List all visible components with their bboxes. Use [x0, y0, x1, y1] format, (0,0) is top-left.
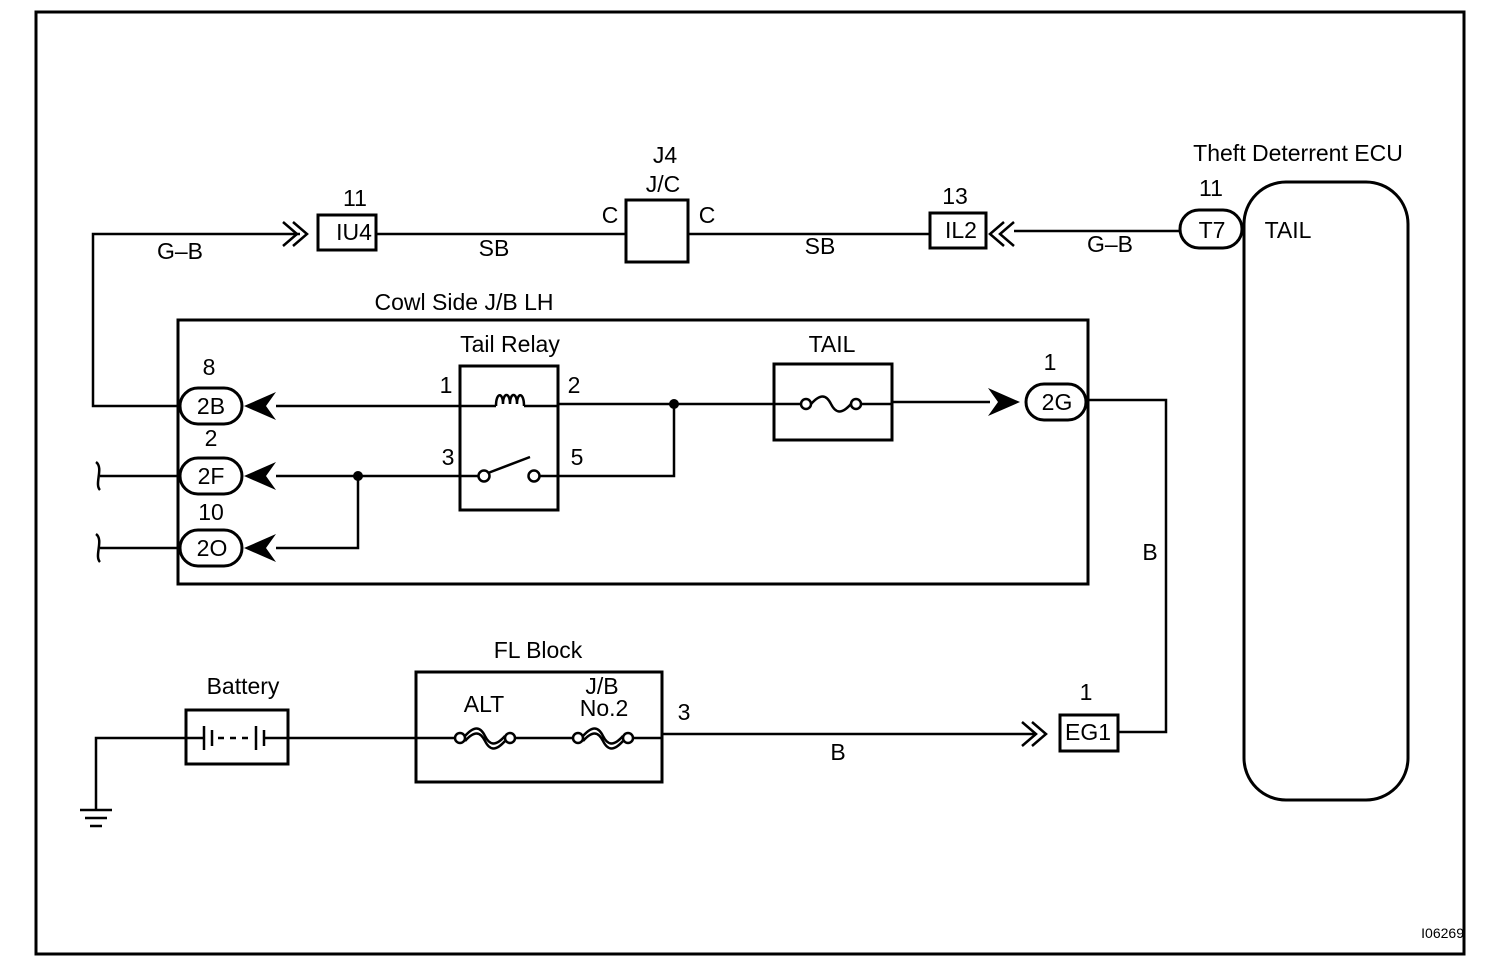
fl-jb-label-line1: J/B: [585, 673, 618, 699]
relay-switch-icon: [487, 455, 531, 475]
2g-pin: 1: [1044, 349, 1057, 375]
wire-ground: [94, 736, 186, 810]
break-mark-2f: [95, 461, 102, 491]
connector-il2: [928, 211, 988, 250]
alt-terminal-right: [503, 731, 517, 745]
wire-gb-left: [91, 232, 300, 408]
connector-t7: [1178, 208, 1244, 250]
ecu-terminal-label: TAIL: [1265, 217, 1312, 243]
theft-deterrent-ecu: [1242, 180, 1410, 802]
tail-fuse-title: TAIL: [809, 331, 856, 357]
arrow-2f: [244, 462, 276, 490]
chevron-iu4: [282, 221, 309, 247]
wire-label-b-vertical: B: [1142, 539, 1157, 565]
il2-pin: 13: [942, 183, 968, 209]
jb-terminal-right: [621, 731, 635, 745]
battery-title: Battery: [207, 673, 280, 699]
2b-label: 2B: [197, 393, 225, 419]
connector-2g: [1024, 382, 1088, 422]
relay-pin-5: 5: [571, 444, 584, 470]
chevron-il2: [988, 221, 1015, 247]
ground-icon: [80, 808, 112, 828]
relay-contact-right: [527, 469, 541, 483]
wire-label-gb-right: G–B: [1087, 231, 1133, 257]
wire-relay-pin5: [558, 404, 676, 478]
ecu-title: Theft Deterrent ECU: [1193, 140, 1403, 166]
fl-jb-label-line2: No.2: [580, 695, 629, 721]
wire-label-sb-right: SB: [805, 233, 836, 259]
break-mark-2o: [95, 533, 102, 563]
2o-label: 2O: [197, 535, 228, 561]
tail-relay: [458, 364, 560, 512]
alt-terminal-left: [453, 731, 467, 745]
fusible-link-alt-icon: [464, 727, 506, 750]
diagram-id-code: I06269: [1421, 925, 1464, 941]
iu4-pin: 11: [343, 185, 367, 211]
connector-eg1: [1058, 713, 1120, 753]
j4-right-terminal: C: [699, 202, 716, 228]
eg1-label: EG1: [1065, 719, 1111, 745]
fl-block-title: FL Block: [494, 637, 583, 663]
tail-fuse: [772, 362, 894, 442]
splice-relay: [669, 399, 679, 409]
fusible-link-jb-icon: [582, 727, 624, 750]
arrow-2b: [244, 392, 276, 420]
wire-label-sb-left: SB: [479, 235, 510, 261]
tail-fuse-terminal-right: [849, 397, 863, 411]
iu4-label: IU4: [336, 219, 372, 245]
2f-label: 2F: [198, 463, 225, 489]
relay-pin-1: 1: [440, 372, 453, 398]
j4-type: J/C: [646, 171, 681, 197]
2g-label: 2G: [1042, 389, 1073, 415]
fl-pin-3: 3: [678, 699, 691, 725]
relay-coil-icon: [494, 393, 526, 407]
wire-label-b-bottom: B: [830, 739, 845, 765]
tail-fuse-terminal-left: [799, 397, 813, 411]
cowl-jb-title: Cowl Side J/B LH: [375, 289, 554, 315]
relay-contact-left: [477, 469, 491, 483]
battery-icon: [186, 726, 288, 750]
chevron-eg1: [1021, 721, 1048, 747]
arrow-2g: [988, 388, 1020, 416]
j4-left-terminal: C: [602, 202, 619, 228]
relay-title: Tail Relay: [460, 331, 560, 357]
connector-2b: [178, 386, 244, 426]
wire-2o-junction: [276, 476, 360, 550]
eg1-pin: 1: [1080, 679, 1093, 705]
junction-connector-j4: [624, 198, 690, 264]
fl-alt-label: ALT: [464, 691, 504, 717]
il2-label: IL2: [945, 217, 977, 243]
arrow-2o: [244, 534, 276, 562]
wire-label-gb-left: G–B: [157, 238, 203, 264]
relay-pin-2: 2: [568, 372, 581, 398]
t7-label: T7: [1199, 217, 1226, 243]
fl-block: [414, 670, 664, 784]
2f-pin: 2: [205, 425, 218, 451]
jb-terminal-left: [571, 731, 585, 745]
relay-pin-3: 3: [442, 444, 455, 470]
fuse-icon: [810, 395, 852, 413]
2b-pin: 8: [203, 354, 216, 380]
t7-pin: 11: [1199, 175, 1223, 201]
2o-pin: 10: [198, 499, 224, 525]
wire-b-vertical: [1086, 398, 1168, 734]
cowl-side-jb: [176, 318, 1090, 586]
diagram-frame: [34, 10, 1466, 956]
connector-iu4: [316, 213, 378, 252]
j4-name: J4: [653, 142, 678, 168]
splice-2f-2o: [353, 471, 363, 481]
